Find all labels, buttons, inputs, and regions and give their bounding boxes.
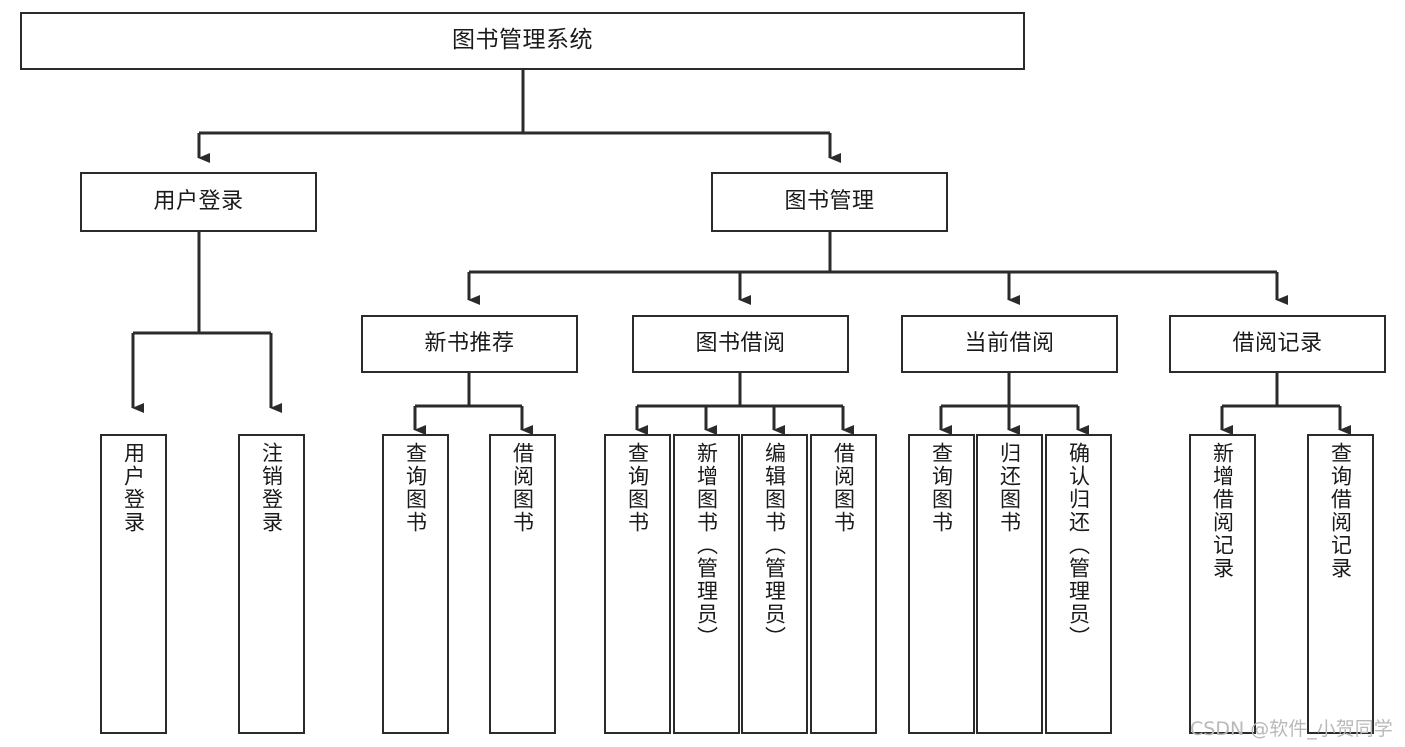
node-label: 借阅记录 [1232,331,1323,357]
node-current-borrow[interactable]: 当前借阅 [901,315,1118,373]
node-label: 注销登录 [259,442,284,534]
node-label: 当前借阅 [964,331,1055,357]
node-label: 查询图书 [403,442,428,534]
node-label: 查询图书 [625,442,650,534]
node-label: 确认归还（管理员） [1066,442,1091,649]
leaf-current-borrow-query[interactable]: 查询图书 [908,434,975,734]
node-new-book-recommend[interactable]: 新书推荐 [361,315,578,373]
node-label: 用户登录 [121,442,146,534]
node-label: 借阅图书 [831,442,856,534]
node-label: 新增借阅记录 [1210,442,1235,580]
node-label: 归还图书 [997,442,1022,534]
leaf-book-borrow-borrow[interactable]: 借阅图书 [810,434,877,734]
node-root-system[interactable]: 图书管理系统 [20,12,1025,70]
node-label: 查询图书 [929,442,954,534]
leaf-new-book-borrow[interactable]: 借阅图书 [489,434,556,734]
csdn-watermark: CSDN @软件_小贺同学 [1190,718,1393,740]
leaf-borrow-record-add[interactable]: 新增借阅记录 [1189,434,1256,734]
node-user-login[interactable]: 用户登录 [80,172,317,232]
leaf-current-borrow-return[interactable]: 归还图书 [976,434,1043,734]
node-book-management[interactable]: 图书管理 [711,172,948,232]
leaf-new-book-query[interactable]: 查询图书 [382,434,449,734]
node-label: 图书借阅 [695,331,786,357]
node-label: 编辑图书（管理员） [762,442,787,649]
node-label: 新增图书（管理员） [694,442,719,649]
leaf-current-borrow-confirm-return[interactable]: 确认归还（管理员） [1045,434,1112,734]
leaf-user-login-logout[interactable]: 注销登录 [238,434,305,734]
leaf-user-login-login[interactable]: 用户登录 [100,434,167,734]
leaf-book-borrow-add[interactable]: 新增图书（管理员） [673,434,740,734]
node-label: 图书管理 [784,189,875,215]
node-label: 用户登录 [153,189,244,215]
leaf-book-borrow-query[interactable]: 查询图书 [604,434,671,734]
node-book-borrow[interactable]: 图书借阅 [632,315,849,373]
node-label: 图书管理系统 [452,27,593,54]
leaf-book-borrow-edit[interactable]: 编辑图书（管理员） [741,434,808,734]
node-borrow-record[interactable]: 借阅记录 [1169,315,1386,373]
node-label: 借阅图书 [510,442,535,534]
node-label: 查询借阅记录 [1328,442,1353,580]
node-label: 新书推荐 [424,331,515,357]
leaf-borrow-record-query[interactable]: 查询借阅记录 [1307,434,1374,734]
